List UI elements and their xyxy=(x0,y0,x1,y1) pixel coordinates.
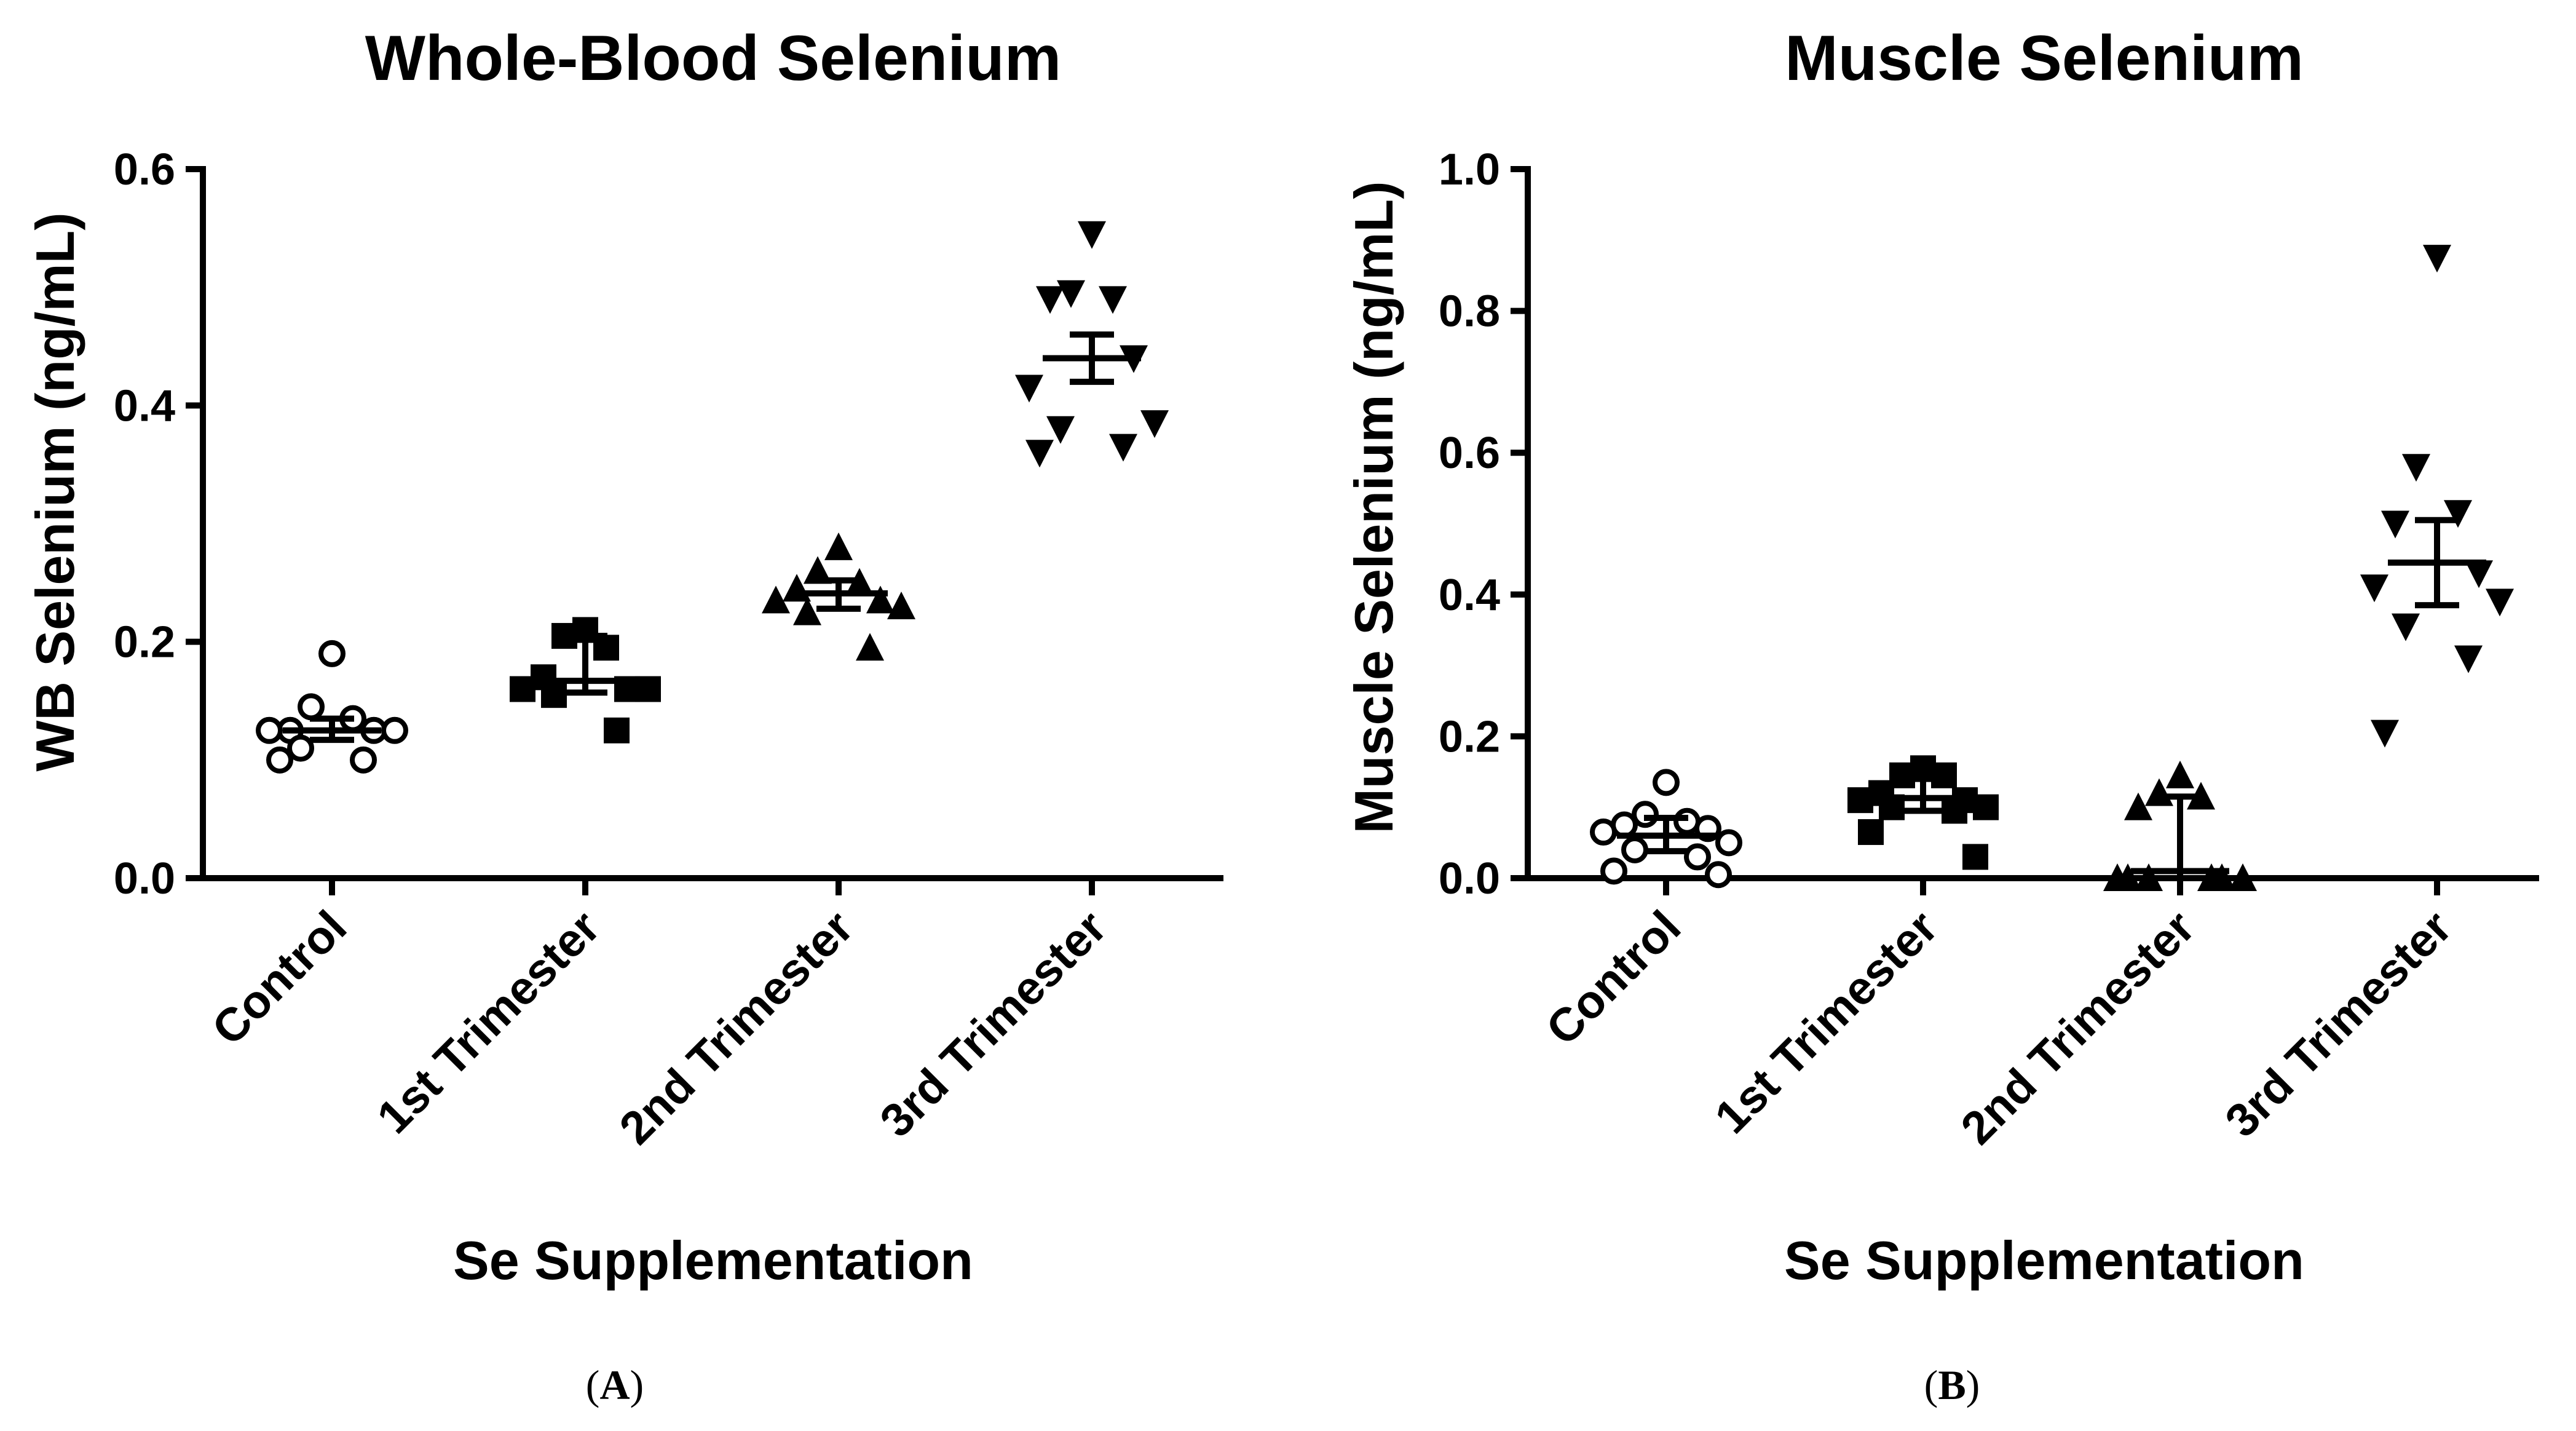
y-tick-label: 0.4 xyxy=(1439,571,1500,620)
data-point xyxy=(2166,760,2194,788)
data-point xyxy=(804,556,832,584)
data-point xyxy=(287,734,314,762)
data-point xyxy=(856,633,884,661)
data-point xyxy=(1962,844,1988,870)
chart-title: Muscle Selenium xyxy=(1785,23,2304,94)
data-point xyxy=(762,585,790,614)
panel-label: (A) xyxy=(586,1362,644,1408)
data-point xyxy=(298,693,325,721)
data-point xyxy=(1653,769,1680,796)
data-point xyxy=(318,640,346,667)
y-tick-label: 0.6 xyxy=(114,145,175,194)
data-point xyxy=(1025,440,1054,468)
data-point xyxy=(2229,863,2257,891)
y-axis-label: Muscle Selenium (ng/mL) xyxy=(1343,181,1404,833)
y-tick-label: 0.2 xyxy=(1439,712,1500,761)
data-point xyxy=(1715,829,1742,857)
panel-b: Muscle Selenium Muscle Selenium (ng/mL) … xyxy=(1288,0,2576,1431)
data-point xyxy=(2486,589,2514,617)
data-point xyxy=(1078,221,1106,249)
x-tick-label: 2nd Trimester xyxy=(609,901,863,1155)
panel-label: (B) xyxy=(1924,1362,1980,1408)
data-point xyxy=(1621,836,1648,863)
y-tick-label: 0.4 xyxy=(114,381,175,430)
data-point xyxy=(2402,454,2430,482)
data-point xyxy=(1847,787,1873,814)
data-point xyxy=(256,716,283,744)
y-tick-label: 0.0 xyxy=(1439,854,1500,903)
x-tick-label: 3rd Trimester xyxy=(2215,901,2462,1148)
x-tick-label: 1st Trimester xyxy=(367,901,610,1144)
data-point xyxy=(1036,286,1064,314)
panel-a: Whole-Blood Selenium WB Selenium (ng/mL)… xyxy=(25,23,1223,1408)
x-tick-label: 1st Trimester xyxy=(1705,901,1948,1144)
data-point xyxy=(2423,245,2451,273)
data-point xyxy=(381,716,408,744)
data-point xyxy=(266,746,293,774)
data-point xyxy=(793,597,821,625)
data-point xyxy=(350,746,377,774)
data-point xyxy=(541,682,567,708)
data-point xyxy=(604,717,630,743)
data-point xyxy=(1140,410,1169,438)
x-tick-label: 2nd Trimester xyxy=(1951,901,2205,1155)
y-tick-label: 0.8 xyxy=(1439,287,1500,336)
x-tick-label: Control xyxy=(202,901,357,1055)
data-point xyxy=(866,585,895,614)
x-tick-label: Control xyxy=(1536,901,1691,1055)
data-point xyxy=(635,676,661,702)
x-axis-label: Se Supplementation xyxy=(453,1230,973,1291)
chart-title: Whole-Blood Selenium xyxy=(365,23,1061,94)
data-point xyxy=(1931,762,1957,788)
data-point xyxy=(824,532,853,560)
data-point xyxy=(1590,819,1617,846)
data-point xyxy=(1057,280,1085,308)
data-point xyxy=(2114,863,2142,891)
x-axis-label: Se Supplementation xyxy=(1784,1230,2304,1291)
data-point xyxy=(2371,719,2399,748)
y-axis-label: WB Selenium (ng/mL) xyxy=(25,212,85,771)
data-point xyxy=(2360,574,2388,603)
data-point xyxy=(1942,798,1967,824)
data-point xyxy=(2454,645,2483,673)
data-point xyxy=(593,635,619,661)
data-point xyxy=(1684,843,1711,871)
y-tick-label: 1.0 xyxy=(1439,145,1500,194)
data-point xyxy=(887,592,915,620)
data-point xyxy=(1705,861,1732,889)
data-point xyxy=(2135,863,2163,891)
y-tick-label: 0.2 xyxy=(114,618,175,667)
data-point xyxy=(2392,613,2420,641)
data-point xyxy=(1973,794,1999,820)
x-tick-label: 3rd Trimester xyxy=(870,901,1116,1148)
data-point xyxy=(2444,500,2472,528)
data-point xyxy=(1015,375,1043,403)
data-point xyxy=(2465,560,2493,589)
data-point xyxy=(1858,819,1884,846)
data-point xyxy=(510,676,535,702)
data-point xyxy=(1046,416,1075,444)
muscle-selenium-chart: Muscle Selenium Muscle Selenium (ng/mL) … xyxy=(1343,23,2539,1408)
whole-blood-selenium-chart: Whole-Blood Selenium WB Selenium (ng/mL)… xyxy=(25,23,1223,1408)
data-point xyxy=(1600,857,1627,885)
data-point xyxy=(2381,510,2409,539)
y-tick-label: 0.0 xyxy=(114,854,175,903)
data-point xyxy=(2124,792,2152,820)
y-tick-label: 0.6 xyxy=(1439,429,1500,478)
data-point xyxy=(1109,434,1137,462)
data-point xyxy=(1099,286,1127,314)
data-point xyxy=(2197,863,2226,891)
